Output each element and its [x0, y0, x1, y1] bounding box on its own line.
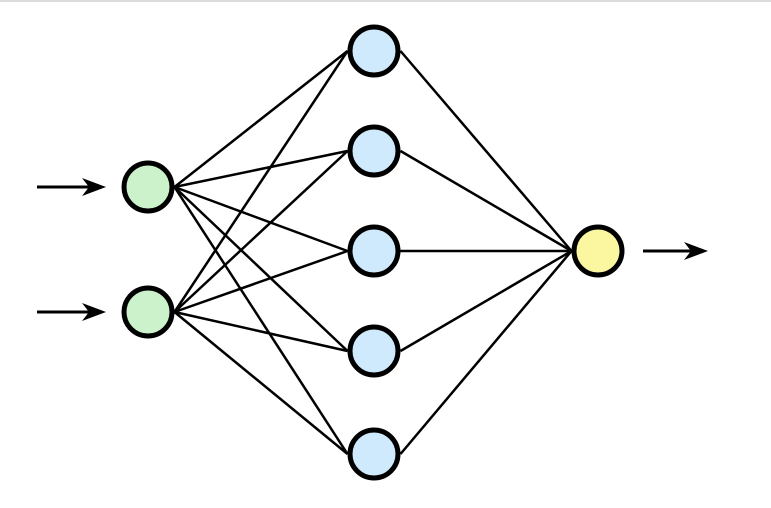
- edge-input-node-1-to-hidden-node-2: [174, 149, 348, 189]
- edge-input-node-2-to-hidden-node-3: [174, 249, 348, 314]
- edge-input-node-1-to-hidden-node-1: [173, 50, 349, 188]
- input-node-1: [121, 160, 175, 214]
- edge-input-node-2-to-hidden-node-5: [173, 311, 349, 455]
- input-arrow-2-head: [82, 303, 106, 321]
- input-arrow-1: [37, 178, 106, 196]
- hidden-node-2: [347, 124, 401, 178]
- edge-input-node-1-to-hidden-node-4: [173, 186, 349, 352]
- edge-input-node-1-to-hidden-node-5: [173, 186, 349, 455]
- hidden-node-4: [347, 324, 401, 378]
- input-arrow-2: [37, 303, 106, 321]
- edges-group: [173, 50, 573, 455]
- input-node-2: [121, 285, 175, 339]
- nodes-group: [121, 24, 625, 481]
- output-arrow-head: [684, 242, 708, 260]
- edge-input-node-2-to-hidden-node-1: [173, 50, 349, 313]
- edge-input-node-2-to-hidden-node-4: [174, 310, 348, 353]
- edge-hidden-node-1-to-output-node-1: [399, 50, 573, 252]
- output-arrow: [643, 242, 708, 260]
- edge-input-node-2-to-hidden-node-2: [173, 150, 349, 313]
- output-node-1: [571, 224, 625, 278]
- edge-hidden-node-2-to-output-node-1: [399, 149, 573, 253]
- window-top-border: [0, 0, 771, 2]
- hidden-node-5: [347, 427, 401, 481]
- edge-hidden-node-5-to-output-node-1: [399, 250, 573, 455]
- hidden-node-3: [347, 224, 401, 278]
- arrows-group: [37, 178, 708, 321]
- edge-hidden-node-4-to-output-node-1: [399, 249, 573, 353]
- edge-input-node-1-to-hidden-node-3: [174, 185, 348, 253]
- input-arrow-1-head: [82, 178, 106, 196]
- hidden-node-1: [347, 24, 401, 78]
